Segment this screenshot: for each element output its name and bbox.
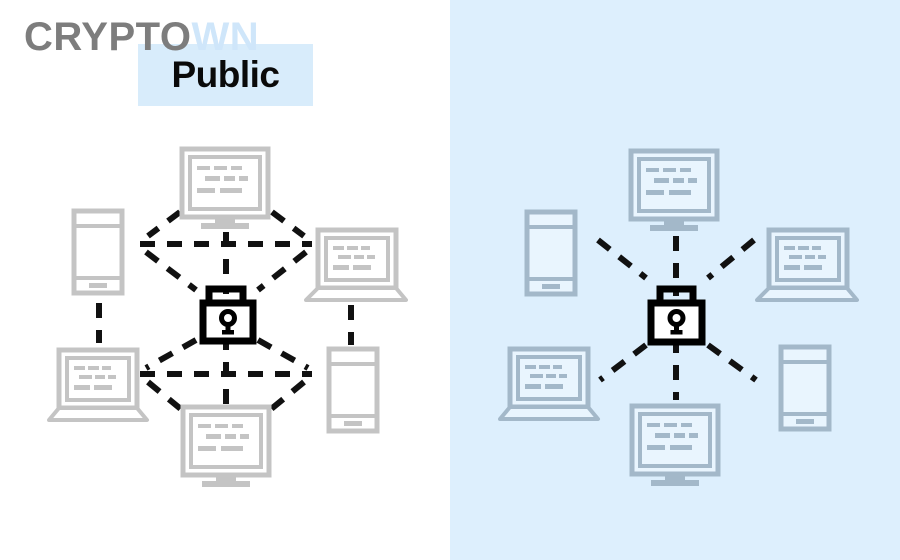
device-tablet-upper-left[interactable] (74, 211, 122, 293)
public-heading: Public (138, 44, 313, 106)
private-panel: Private (450, 0, 900, 560)
device-monitor-top[interactable] (182, 149, 268, 229)
device-monitor-bottom[interactable] (183, 407, 269, 487)
private-links (596, 236, 758, 400)
device-monitor-bottom[interactable] (632, 406, 718, 486)
device-laptop-upper-right[interactable] (757, 230, 857, 300)
device-laptop-lower-left[interactable] (500, 349, 598, 419)
device-laptop-lower-left[interactable] (49, 350, 147, 420)
public-links (96, 209, 354, 413)
device-tablet-lower-right[interactable] (781, 347, 829, 429)
padlock-locked-icon[interactable] (647, 285, 706, 346)
device-tablet-lower-right[interactable] (329, 349, 377, 431)
device-monitor-top[interactable] (631, 151, 717, 231)
private-network-diagram (450, 0, 900, 560)
public-panel: Public (0, 0, 450, 560)
device-laptop-upper-right[interactable] (306, 230, 406, 300)
public-network-diagram (0, 0, 450, 560)
padlock-unlocked-icon[interactable] (199, 285, 257, 345)
device-tablet-upper-left[interactable] (527, 212, 575, 294)
